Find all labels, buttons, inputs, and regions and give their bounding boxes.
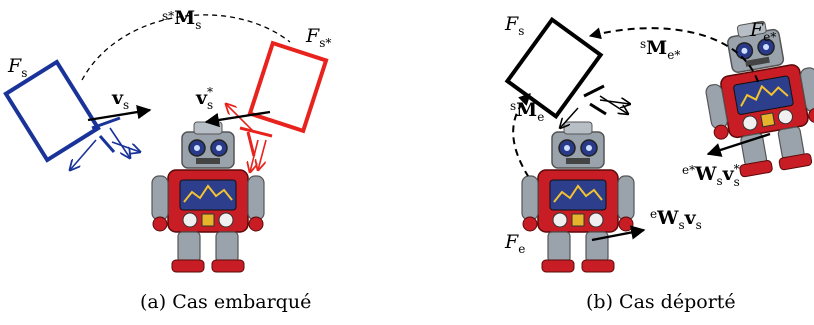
velocity-effector-arrow [591,225,646,242]
velocity-desired-arrow-a [204,110,271,128]
panel-b: Fs Fe* Fe sMe* sMe eWsvs e*Wsv*s (b) Cas… [504,12,814,313]
label-velocity-effector: eWsvs [650,207,702,232]
frame-current-a [3,59,140,170]
label-transform-se-star: sMe* [640,37,680,62]
frame-sensor-b [504,16,630,128]
label-transform-a: s*Ms [162,7,201,32]
transform-arc-se-star [588,27,759,83]
caption-a: (a) Cas embarqué [140,291,311,313]
robot-a [151,121,265,273]
velocity-effector-desired-arrow [706,132,771,157]
label-velocity-a: vs [111,87,129,112]
label-frame-desired-a: Fs* [305,25,331,50]
frame-desired-a [226,40,329,172]
label-velocity-effector-desired: e*Wsv*s [682,162,740,189]
transform-arc-a [81,14,291,81]
panel-a: Fs Fs* s*Ms vs v*s (a) Cas embarqué [3,7,331,313]
label-frame-current-a: Fs [7,55,27,80]
label-frame-sensor-b: Fs [504,13,524,38]
robot-effector-b [521,121,635,273]
label-frame-effector-b: Fe [504,231,525,256]
label-transform-se: sMe [510,99,544,124]
velocity-arrow-a [87,104,152,122]
label-frame-effector-desired-b: Fe* [749,19,776,44]
caption-b: (b) Cas déporté [586,291,736,313]
label-velocity-desired-a: v*s [195,85,213,112]
